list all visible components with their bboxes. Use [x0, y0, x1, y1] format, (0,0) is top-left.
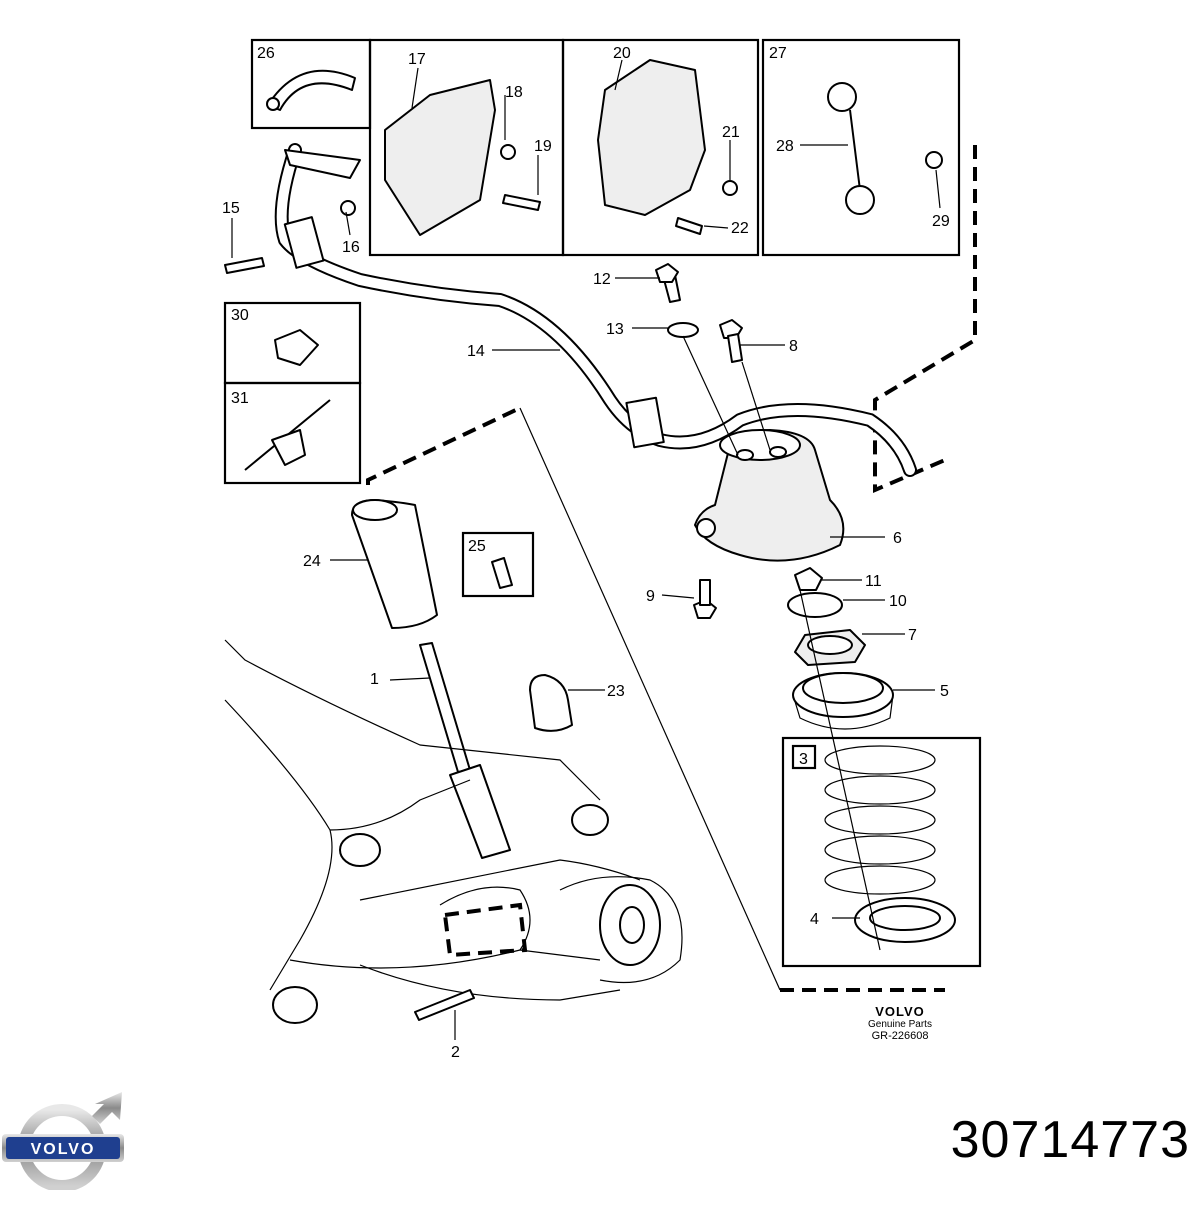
- callout-30: 30: [231, 307, 249, 324]
- callout-21: 21: [722, 124, 740, 141]
- brand-caption: VOLVO Genuine Parts GR-226608: [850, 1004, 950, 1042]
- inset-17-19: [368, 38, 565, 257]
- callout-27: 27: [769, 45, 787, 62]
- inset-3-spring: [781, 736, 982, 968]
- brand-logo: VOLVO: [0, 1090, 130, 1192]
- callout-28: 28: [776, 138, 794, 155]
- callout-24: 24: [303, 553, 321, 570]
- callout-20: 20: [613, 45, 631, 62]
- inset-27-29: [761, 38, 961, 257]
- callout-22: 22: [731, 220, 749, 237]
- callout-1: 1: [370, 671, 379, 688]
- callout-4: 4: [810, 911, 819, 928]
- callout-26: 26: [257, 45, 275, 62]
- callout-13: 13: [606, 321, 624, 338]
- callout-12: 12: [593, 271, 611, 288]
- shock-absorber-1: [351, 499, 573, 859]
- subframe-assembly: [224, 639, 683, 1024]
- callout-11: 11: [865, 573, 882, 590]
- inset-31: [223, 381, 362, 485]
- inset-25: [461, 531, 535, 598]
- inset-20-22: [561, 38, 760, 257]
- callout-19: 19: [534, 138, 552, 155]
- stabilizer-bar-14: [224, 143, 917, 477]
- callout-23: 23: [607, 683, 625, 700]
- bolts-upper: [655, 263, 743, 619]
- dashed-boundaries: [366, 145, 977, 992]
- callout-5: 5: [940, 683, 949, 700]
- callout-6: 6: [893, 530, 902, 547]
- callout-15: 15: [222, 200, 240, 217]
- callout-17: 17: [408, 51, 426, 68]
- callout-2: 2: [451, 1044, 460, 1061]
- volvo-logo-icon: VOLVO: [2, 1092, 124, 1192]
- spring-seat-parts: [787, 567, 894, 730]
- callout-18: 18: [505, 84, 523, 101]
- diagram-reference: GR-226608: [871, 1030, 929, 1042]
- callout-9: 9: [646, 588, 655, 605]
- callout-3: 3: [799, 751, 808, 768]
- logo-text: VOLVO: [31, 1141, 96, 1158]
- brand-caption-subtitle: Genuine Parts: [868, 1019, 932, 1030]
- part-number: 30714773: [950, 1111, 1190, 1169]
- brand-caption-name: VOLVO: [875, 1004, 925, 1019]
- callout-31: 31: [231, 390, 249, 407]
- callout-16: 16: [342, 239, 360, 256]
- callout-10: 10: [889, 593, 907, 610]
- callout-8: 8: [789, 338, 798, 355]
- leader-lines: [231, 59, 941, 1040]
- callout-14: 14: [467, 343, 485, 360]
- strut-mount-6: [694, 429, 845, 562]
- callout-7: 7: [908, 627, 917, 644]
- callout-29: 29: [932, 213, 950, 230]
- callout-25: 25: [468, 538, 486, 555]
- callout-labels: 1 2 3 4 5 6 7 8 9 10 11 12 13 14 15 16 1…: [222, 45, 950, 1061]
